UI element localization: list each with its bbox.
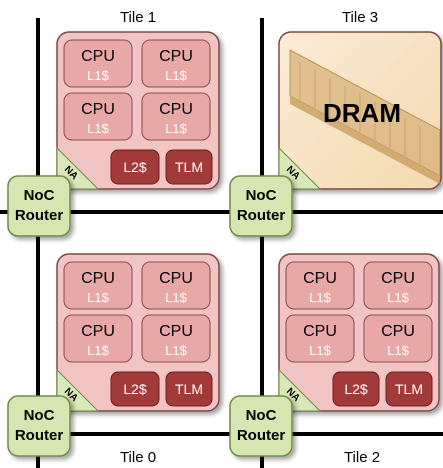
l1-cache-label: L1$: [309, 290, 331, 305]
l1-cache-label: L1$: [165, 68, 187, 83]
tile-1-tlm: TLM: [165, 149, 213, 185]
l1-cache-label: L1$: [87, 121, 109, 136]
cpu-label: CPU: [381, 270, 415, 287]
tile-1-cpu-3: CPU L1$: [141, 92, 211, 141]
cpu-label: CPU: [81, 323, 115, 340]
l1-cache-label: L1$: [165, 343, 187, 358]
router-label-line1: NoC: [246, 187, 277, 204]
l1-cache-label: L1$: [387, 343, 409, 358]
router-label-line2: Router: [15, 207, 63, 224]
router-tile-3: NoC Router: [229, 175, 293, 237]
cpu-label: CPU: [303, 323, 337, 340]
tile-2: CPU L1$ CPU L1$ CPU L1$ CPU L1$ NA L2$: [278, 253, 440, 412]
tile-0: CPU L1$ CPU L1$ CPU L1$ CPU L1$ NA L2$: [56, 253, 220, 412]
tile-3-label: Tile 3: [342, 9, 378, 26]
router-label-line1: NoC: [24, 187, 55, 204]
tile-0-tlm: TLM: [165, 371, 213, 407]
tile-2-cpu-3: CPU L1$: [363, 314, 433, 363]
l1-cache-label: L1$: [87, 290, 109, 305]
router-tile-0: NoC Router: [7, 395, 71, 457]
l1-cache-label: L1$: [165, 290, 187, 305]
tile-2-l2-cache: L2$: [332, 371, 380, 407]
tile-1-cpu-2: CPU L1$: [63, 92, 133, 141]
l1-cache-label: L1$: [165, 121, 187, 136]
tile-0-cpu-2: CPU L1$: [63, 314, 133, 363]
tile-1-cpu-0: CPU L1$: [63, 39, 133, 88]
tile-0-l2-cache: L2$: [110, 371, 160, 407]
tile-2-label: Tile 2: [344, 449, 380, 466]
l1-cache-label: L1$: [309, 343, 331, 358]
l1-cache-label: L1$: [387, 290, 409, 305]
tile-1-label: Tile 1: [120, 9, 156, 26]
router-label-line1: NoC: [246, 407, 277, 424]
dram-label: DRAM: [323, 98, 401, 128]
cpu-label: CPU: [159, 270, 193, 287]
tile-1: CPU L1$ CPU L1$ CPU L1$ CPU L1$ NA L2$: [56, 31, 220, 190]
router-label-line2: Router: [237, 207, 285, 224]
tile-2-cpu-2: CPU L1$: [285, 314, 355, 363]
cpu-label: CPU: [81, 101, 115, 118]
l1-cache-label: L1$: [87, 343, 109, 358]
tile-1-l2-cache: L2$: [110, 149, 160, 185]
cpu-label: CPU: [81, 48, 115, 65]
l2-cache-label: L2$: [123, 381, 147, 397]
cpu-label: CPU: [81, 270, 115, 287]
tile-0-label: Tile 0: [120, 449, 156, 466]
cpu-label: CPU: [159, 101, 193, 118]
tile-2-tlm: TLM: [385, 371, 433, 407]
tile-3: DRAM NA: [278, 31, 442, 190]
tlm-label: TLM: [175, 159, 203, 175]
tlm-label: TLM: [175, 381, 203, 397]
router-tile-2: NoC Router: [229, 395, 293, 457]
tile-0-cpu-1: CPU L1$: [141, 261, 211, 310]
cpu-label: CPU: [159, 323, 193, 340]
tile-1-cpu-1: CPU L1$: [141, 39, 211, 88]
router-label-line2: Router: [15, 427, 63, 444]
noc-wires: [0, 18, 443, 468]
router-label-line1: NoC: [24, 407, 55, 424]
tlm-label: TLM: [395, 381, 423, 397]
cpu-label: CPU: [303, 270, 337, 287]
cpu-label: CPU: [159, 48, 193, 65]
tile-0-cpu-0: CPU L1$: [63, 261, 133, 310]
router-label-line2: Router: [237, 427, 285, 444]
cpu-label: CPU: [381, 323, 415, 340]
dram-module-image: [289, 49, 441, 184]
tile-0-cpu-3: CPU L1$: [141, 314, 211, 363]
l2-cache-label: L2$: [123, 159, 147, 175]
l2-cache-label: L2$: [344, 381, 368, 397]
l1-cache-label: L1$: [87, 68, 109, 83]
tile-2-cpu-0: CPU L1$: [285, 261, 355, 310]
router-tile-1: NoC Router: [7, 175, 71, 237]
tile-2-cpu-1: CPU L1$: [363, 261, 433, 310]
